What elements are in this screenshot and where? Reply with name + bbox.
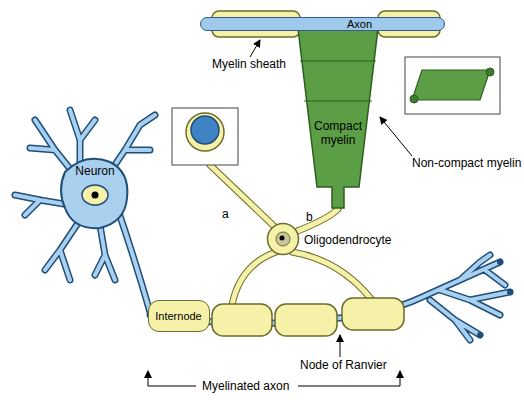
sheet-roll — [486, 68, 494, 76]
unrolled-myelin-sheet — [412, 70, 490, 100]
oligodendrocyte-shape — [266, 222, 300, 256]
terminal-bouton — [507, 289, 513, 295]
axon-cross-section — [191, 116, 219, 144]
myelin-segment — [212, 304, 272, 336]
wrapped-myelin — [186, 113, 224, 151]
oligodendrocyte-cell: Oligodendrocyte — [266, 222, 300, 256]
terminal-bouton — [497, 259, 503, 265]
inset-box — [405, 57, 500, 114]
part-label: Node of Ranvier — [300, 358, 387, 372]
neuron-processes-outline — [15, 110, 510, 340]
leader-line — [250, 40, 260, 57]
compact-myelin-label: Compact myelin — [308, 119, 368, 147]
part-label: Myelin sheath — [212, 57, 286, 71]
myelin-sheet-shape — [296, 19, 380, 209]
oligodendrocyte-label: Oligodendrocyte — [304, 233, 391, 247]
neuron-shape — [55, 150, 135, 235]
axon-label: Axon — [347, 17, 372, 31]
connector-outline — [298, 209, 338, 231]
part-label: Myelinated axon — [202, 379, 289, 393]
terminal-bouton — [477, 332, 483, 338]
part-label: Non-compact myelin — [412, 156, 521, 170]
process-letter: a — [222, 207, 229, 221]
neuron-processes — [15, 110, 510, 340]
leader-line — [340, 335, 341, 357]
bracket-arrow — [148, 371, 196, 386]
connector-line — [298, 209, 338, 231]
axon-bar: Axon — [200, 17, 445, 31]
leader-line — [380, 117, 412, 156]
internode-segment: Internode — [148, 300, 210, 332]
bracket-arrow — [298, 371, 400, 386]
process-letter: b — [306, 210, 313, 224]
compact-myelin-sheet: Compact myelin — [296, 19, 380, 209]
neuron-cell-body: Neuron — [55, 150, 135, 235]
myelin-segment — [275, 304, 337, 336]
sheet-roll — [410, 95, 418, 103]
myelin-segment — [342, 298, 404, 330]
oligo-process-connector — [298, 209, 338, 231]
internode-label: Internode — [149, 309, 208, 323]
inset-box — [172, 108, 238, 165]
neuron-label: Neuron — [55, 164, 135, 178]
